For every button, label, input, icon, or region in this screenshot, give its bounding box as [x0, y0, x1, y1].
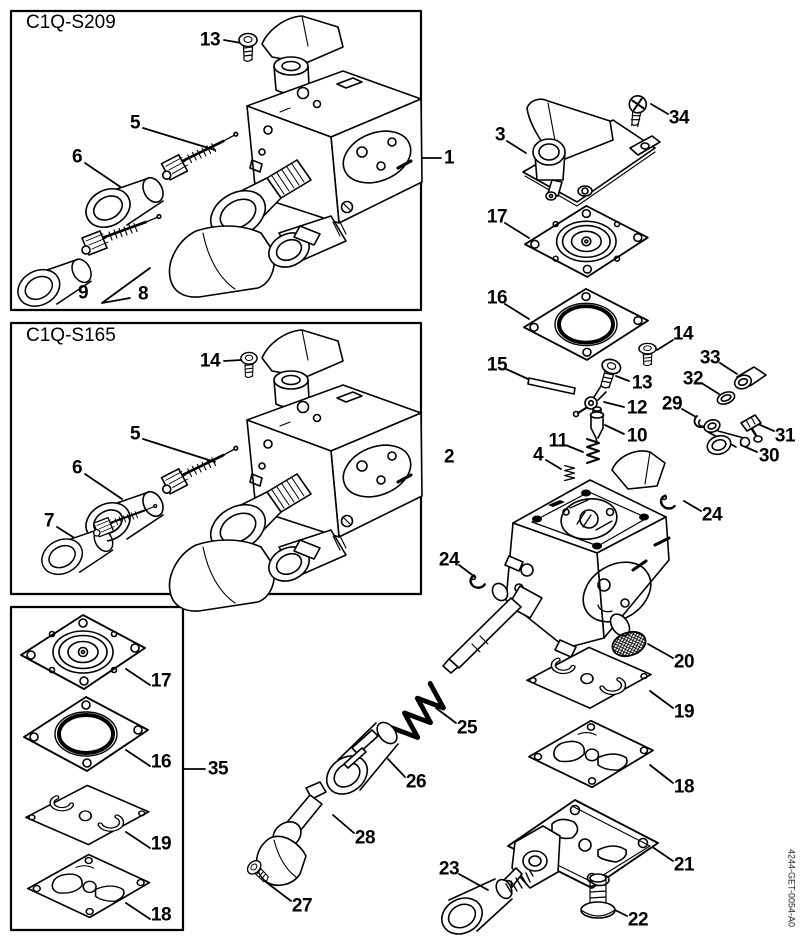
- callout-8-box1: 8: [137, 283, 149, 305]
- throttle-shaft-parts-illustration: [244, 683, 450, 887]
- callout-22: 22: [627, 909, 649, 931]
- box-title-c1q-s209: C1Q-S209: [26, 12, 116, 33]
- callout-14-box2: 14: [199, 350, 221, 372]
- callout-30: 30: [758, 445, 780, 467]
- callout-18: 18: [673, 776, 695, 798]
- callout-15: 15: [486, 354, 508, 376]
- callout-19: 19: [673, 701, 695, 723]
- callout-17-box3: 17: [150, 670, 172, 692]
- callout-13: 13: [631, 372, 653, 394]
- pump-cover-illustration: [522, 93, 661, 207]
- callout-24-right: 24: [701, 504, 723, 526]
- callout-9-box1: 9: [77, 282, 89, 304]
- box-title-c1q-s165: C1Q-S165: [26, 325, 116, 346]
- gasket-set-illustration: [20, 614, 149, 919]
- callout-16-box3: 16: [150, 751, 172, 773]
- carburetor-body-illustration: [442, 450, 678, 674]
- callout-5-box2: 5: [129, 423, 141, 445]
- metering-parts-illustration: [527, 342, 657, 482]
- callout-11: 11: [548, 430, 568, 452]
- callout-21: 21: [673, 854, 695, 876]
- callout-4: 4: [532, 444, 544, 466]
- callout-16: 16: [486, 287, 508, 309]
- callout-34: 34: [668, 107, 690, 129]
- callout-18-box3: 18: [150, 904, 172, 926]
- callout-12: 12: [626, 397, 648, 419]
- callout-25: 25: [456, 717, 478, 739]
- callout-29: 29: [661, 393, 683, 415]
- callout-31: 31: [774, 425, 796, 447]
- callout-28: 28: [354, 827, 376, 849]
- callout-5-box1: 5: [129, 112, 141, 134]
- callout-7-box2: 7: [43, 510, 55, 532]
- callout-27: 27: [291, 895, 313, 917]
- callout-14: 14: [672, 323, 694, 345]
- callout-35-ref: 35: [207, 758, 229, 780]
- callout-1-ref: 1: [443, 147, 455, 169]
- callout-13-box1: 13: [199, 29, 221, 51]
- drawing-id: 4244-GET-0054-A0: [786, 848, 797, 928]
- callout-24-left: 24: [438, 549, 460, 571]
- callout-26: 26: [405, 771, 427, 793]
- callout-6-box2: 6: [71, 457, 83, 479]
- metering-diaphragm-illustration: [522, 204, 650, 362]
- callout-6-box1: 6: [71, 146, 83, 168]
- callout-3: 3: [494, 124, 506, 146]
- callout-23: 23: [438, 858, 460, 880]
- callout-10: 10: [626, 425, 648, 447]
- callout-33: 33: [699, 347, 721, 369]
- callout-17: 17: [486, 206, 508, 228]
- pump-stack-illustration: [441, 630, 659, 935]
- callout-20: 20: [673, 651, 695, 673]
- adjuster-cluster-illustration: [693, 366, 767, 456]
- callout-2-ref: 2: [443, 446, 455, 468]
- callout-19-box3: 19: [150, 833, 172, 855]
- callout-32: 32: [682, 368, 704, 390]
- carburetor-c1q-s165-illustration: [34, 330, 422, 611]
